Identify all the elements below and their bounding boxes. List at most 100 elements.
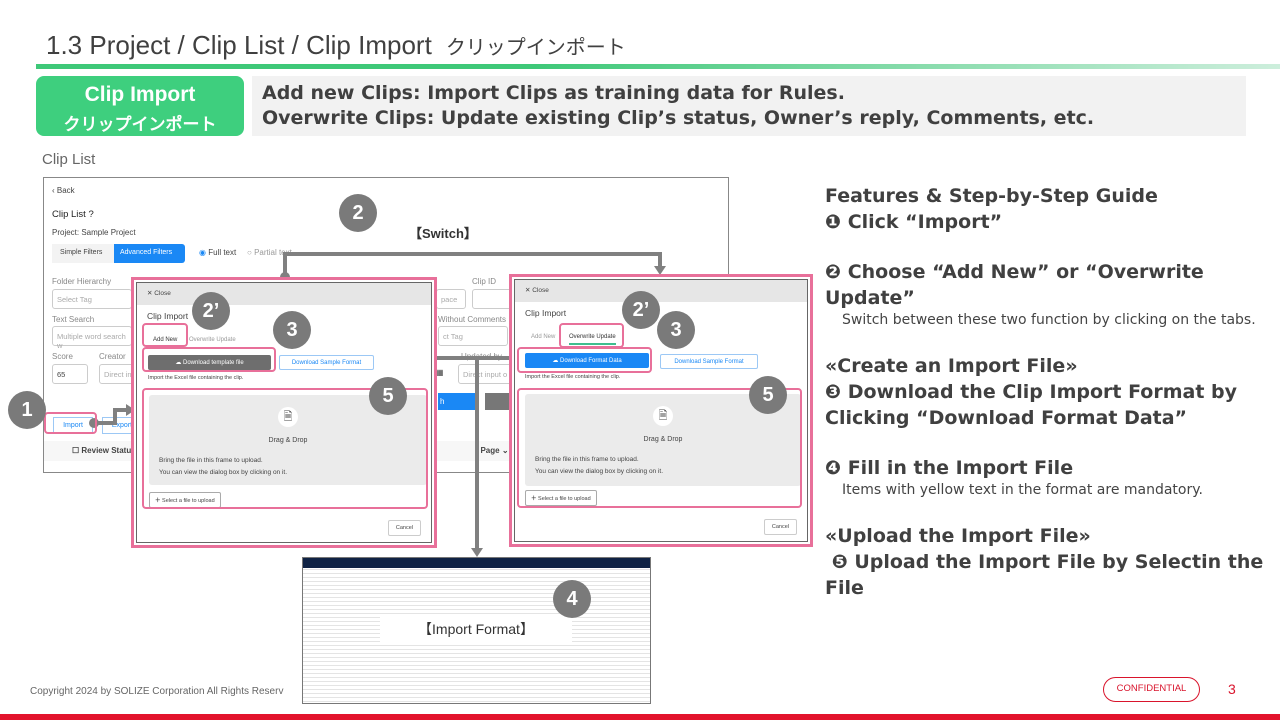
text-search-label: Text Search (52, 315, 95, 324)
comments-tag-input[interactable]: ct Tag (438, 326, 508, 346)
switch-label: 【Switch】 (409, 226, 477, 241)
plus-icon: ＋ (531, 496, 537, 502)
drop-hint-1: Bring the file in this frame to upload. (535, 456, 639, 463)
guide-step-2: ❷ Choose “Add New” or “Overwrite Update” (825, 261, 1204, 309)
close-label: Close (532, 287, 549, 294)
cloud-download-icon: ☁ (552, 358, 559, 364)
page-number: 3 (1228, 681, 1236, 697)
step-guide: Features & Step-by-Step Guide ❶ Click “I… (825, 183, 1265, 601)
guide-heading: Features & Step-by-Step Guide (825, 185, 1158, 207)
download-sample-button[interactable]: Download Sample Format (660, 354, 758, 369)
callout-3: 3 (273, 311, 311, 349)
guide-step-5: ❺ Upload the Import File by Selectin the… (825, 551, 1270, 599)
back-link[interactable]: ‹ Back (52, 186, 75, 195)
drop-hint-2: You can view the dialog box by clicking … (535, 468, 664, 475)
tab-advanced-filters[interactable]: Advanced Filters (114, 244, 185, 263)
folder-hierarchy-label: Folder Hierarchy (52, 277, 112, 286)
drag-drop-label: Drag & Drop (268, 437, 308, 444)
callout-2-prime: 2’ (192, 292, 230, 330)
clip-list-caption: Clip List (42, 151, 96, 168)
guide-section-create: «Create an Import File» (825, 355, 1078, 377)
clear-button[interactable] (485, 393, 515, 410)
switch-connector (283, 252, 662, 277)
guide-step-4-sub: Items with yellow text in the format are… (842, 482, 1203, 498)
section-badge: Clip Import クリップインポート (36, 76, 244, 136)
tab-simple-filters[interactable]: Simple Filters (52, 244, 114, 263)
heading-text: Clip List (52, 209, 86, 220)
import-format-label: 【Import Format】 (380, 614, 572, 644)
title-underline (36, 64, 1280, 69)
plus-icon: ＋ (155, 498, 161, 504)
select-file-button[interactable]: ＋ Select a file to upload (525, 490, 597, 506)
callout-4: 4 (553, 580, 591, 618)
page-label: Page (480, 446, 500, 455)
modal-header: ✕ Close (515, 280, 807, 302)
tab-overwrite-update[interactable]: Overwrite Update (189, 337, 236, 343)
title-jp: クリップインポート (445, 37, 626, 59)
score-input[interactable]: 65 (52, 364, 88, 384)
callout-1: 1 (8, 391, 46, 429)
cancel-button[interactable]: Cancel (387, 520, 421, 536)
sheet-header-row (303, 558, 650, 568)
import-note: Import the Excel file containing the cli… (525, 374, 621, 380)
file-upload-icon: 🗎 (278, 407, 298, 427)
badge-label-jp: クリップインポート (63, 115, 217, 134)
highlight-drop (517, 388, 802, 508)
cancel-button[interactable]: Cancel (763, 519, 797, 535)
callout-3: 3 (657, 311, 695, 349)
footer-bar (0, 714, 1280, 720)
copyright: Copyright 2024 by SOLIZE Corporation All… (30, 686, 284, 697)
modal-title: Clip Import (525, 308, 567, 318)
radio-label: Full text (208, 248, 237, 257)
tab-overwrite-update[interactable]: Overwrite Update (569, 334, 616, 345)
highlight-drop (142, 388, 428, 509)
highlight-download (517, 347, 652, 373)
callout-5: 5 (369, 377, 407, 415)
cloud-download-icon: ☁ (175, 360, 182, 366)
search-button[interactable]: h (438, 393, 478, 410)
guide-section-upload: «Upload the Import File» (825, 525, 1091, 547)
drop-zone[interactable]: 🗎 Drag & Drop Bring the file in this fra… (525, 394, 801, 486)
download-label: Download template file (182, 360, 244, 366)
select-label: Select a file to upload (162, 498, 215, 504)
close-button[interactable]: ✕ Close (525, 287, 549, 294)
close-label: Close (154, 290, 171, 297)
radio-label: Partial text (254, 248, 292, 257)
select-label: Select a file to upload (538, 496, 591, 502)
review-status-header[interactable]: ☐ Review Status (72, 446, 136, 455)
file-upload-icon: 🗎 (653, 406, 673, 426)
tab-add-new[interactable]: Add New (531, 334, 556, 340)
drop-hint-1: Bring the file in this frame to upload. (159, 457, 263, 464)
highlight-import (44, 412, 97, 434)
radio-full-text[interactable]: ◉ Full text (199, 248, 237, 257)
callout-2-prime: 2’ (622, 291, 660, 329)
desc-line1: Add new Clips: Import Clips as training … (262, 82, 845, 104)
back-label: Back (56, 186, 75, 195)
help-icon[interactable]: ? (88, 209, 94, 220)
radio-partial-text[interactable]: ○ Partial text (247, 248, 292, 257)
creator-label: Creator (99, 352, 126, 361)
drop-hint-2: You can view the dialog box by clicking … (159, 469, 288, 476)
title-text: 1.3 Project / Clip List / Clip Import (46, 30, 432, 60)
callout-2: 2 (339, 194, 377, 232)
download-template-button[interactable]: ☁ Download template file (148, 355, 271, 370)
import-note: Import the Excel file containing the cli… (148, 375, 244, 381)
download-sample-button[interactable]: Download Sample Format (279, 355, 374, 370)
clip-id-label: Clip ID (472, 277, 497, 286)
calendar-icon[interactable]: ▦ (436, 368, 444, 377)
modal-title: Clip Import (147, 311, 189, 321)
desc-line2: Overwrite Clips: Update existing Clip’s … (262, 107, 1095, 129)
badge-label: Clip Import (84, 83, 196, 106)
download-format-data-button[interactable]: ☁ Download Format Data (525, 353, 649, 368)
highlight-tab (559, 323, 624, 348)
highlight-tab (142, 323, 188, 347)
clip-list-heading: Clip List ? (52, 209, 94, 220)
guide-step-4: ❹ Fill in the Import File (825, 457, 1074, 479)
download-label: Download Format Data (559, 358, 622, 364)
modal-header: ✕ Close (137, 283, 431, 305)
confidential-badge: CONFIDENTIAL (1103, 677, 1200, 702)
close-button[interactable]: ✕ Close (147, 290, 171, 297)
drag-drop-label: Drag & Drop (643, 436, 683, 443)
project-name: Project: Sample Project (52, 228, 136, 237)
guide-step-3: ❸ Download the Clip Import Format by Cli… (825, 381, 1238, 429)
